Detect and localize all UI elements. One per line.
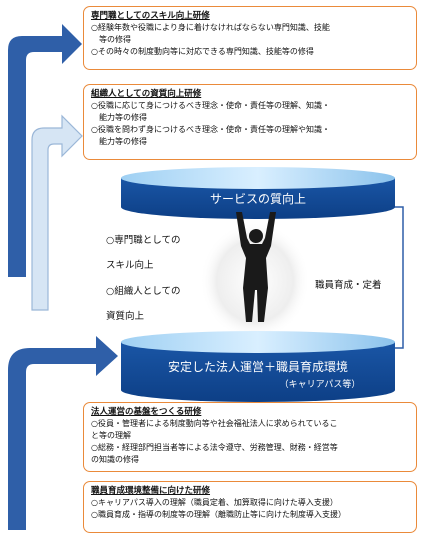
organization-item: ○役職を問わず身につけるべき理念・使命・責任等の理解や知識・ bbox=[91, 125, 330, 134]
left-text-2: スキル向上 bbox=[106, 260, 154, 271]
environment-item: ○職員育成・指導の制度等の理解（離職防止等に向けた制度導入支援） bbox=[91, 510, 346, 519]
top-cylinder-label: サービスの質向上 bbox=[209, 192, 306, 206]
left-text-4: 資質向上 bbox=[106, 311, 145, 322]
right-bracket bbox=[393, 206, 404, 349]
professional-item: ○経験年数や役職により身に着けなければならない専門知識、技能 bbox=[91, 23, 330, 32]
environment-training-title: 職員育成環境整備に向けた研修 bbox=[91, 486, 211, 496]
left-text-3: ○組織人としての bbox=[106, 286, 181, 297]
foundation-item: と等の理解 bbox=[91, 431, 131, 440]
inner-light-arrow bbox=[31, 114, 83, 311]
foundation-item: の知識の修得 bbox=[91, 455, 139, 464]
environment-training-box: 職員育成環境整備に向けた研修 ○キャリアパス導入の理解（職員定着、加算取得に向け… bbox=[83, 481, 417, 533]
person-silhouette-icon bbox=[236, 212, 276, 322]
professional-item: 等の修得 bbox=[91, 35, 131, 44]
organization-item: 能力等の修得 bbox=[91, 113, 147, 122]
top-cylinder bbox=[121, 167, 395, 219]
organization-item: 能力等の修得 bbox=[91, 137, 147, 146]
bottom-cylinder-sublabel: （キャリアパス等） bbox=[279, 380, 361, 390]
staff-retention-label: 職員育成・定着 bbox=[315, 280, 382, 291]
organization-training-title: 組織人としての資質向上研修 bbox=[91, 89, 202, 99]
professional-training-box: 専門職としてのスキル向上研修 ○経験年数や役職により身に着けなければならない専門… bbox=[83, 6, 417, 70]
organization-training-box: 組織人としての資質向上研修 ○役職に応じて身につけるべき理念・使命・責任等の理解… bbox=[83, 84, 417, 160]
environment-item: ○キャリアパス導入の理解（職員定着、加算取得に向けた導入支援） bbox=[91, 498, 338, 507]
foundation-item: ○総務・経理部門担当者等による法令遵守、労務管理、財務・経営等 bbox=[91, 443, 338, 452]
foundation-training-box: 法人運営の基盤をつくる研修 ○役員・管理者による制度動向等や社会福祉法人に求めら… bbox=[83, 402, 417, 472]
outer-blue-arrow bbox=[8, 24, 82, 277]
professional-training-title: 専門職としてのスキル向上研修 bbox=[91, 11, 210, 21]
organization-item: ○役職に応じて身につけるべき理念・使命・責任等の理解、知識・ bbox=[91, 101, 330, 110]
foundation-training-title: 法人運営の基盤をつくる研修 bbox=[91, 407, 202, 417]
left-text-1: ○専門職としての bbox=[106, 235, 181, 246]
bottom-cylinder-label: 安定した法人運営＋職員育成環境 bbox=[167, 360, 348, 374]
foundation-item: ○役員・管理者による制度動向等や社会福祉法人に求められているこ bbox=[91, 419, 338, 428]
lower-blue-arrow bbox=[8, 336, 118, 530]
professional-item: ○その時々の制度動向等に対応できる専門知識、技能等の修得 bbox=[91, 47, 314, 56]
bottom-cylinder bbox=[121, 331, 395, 402]
